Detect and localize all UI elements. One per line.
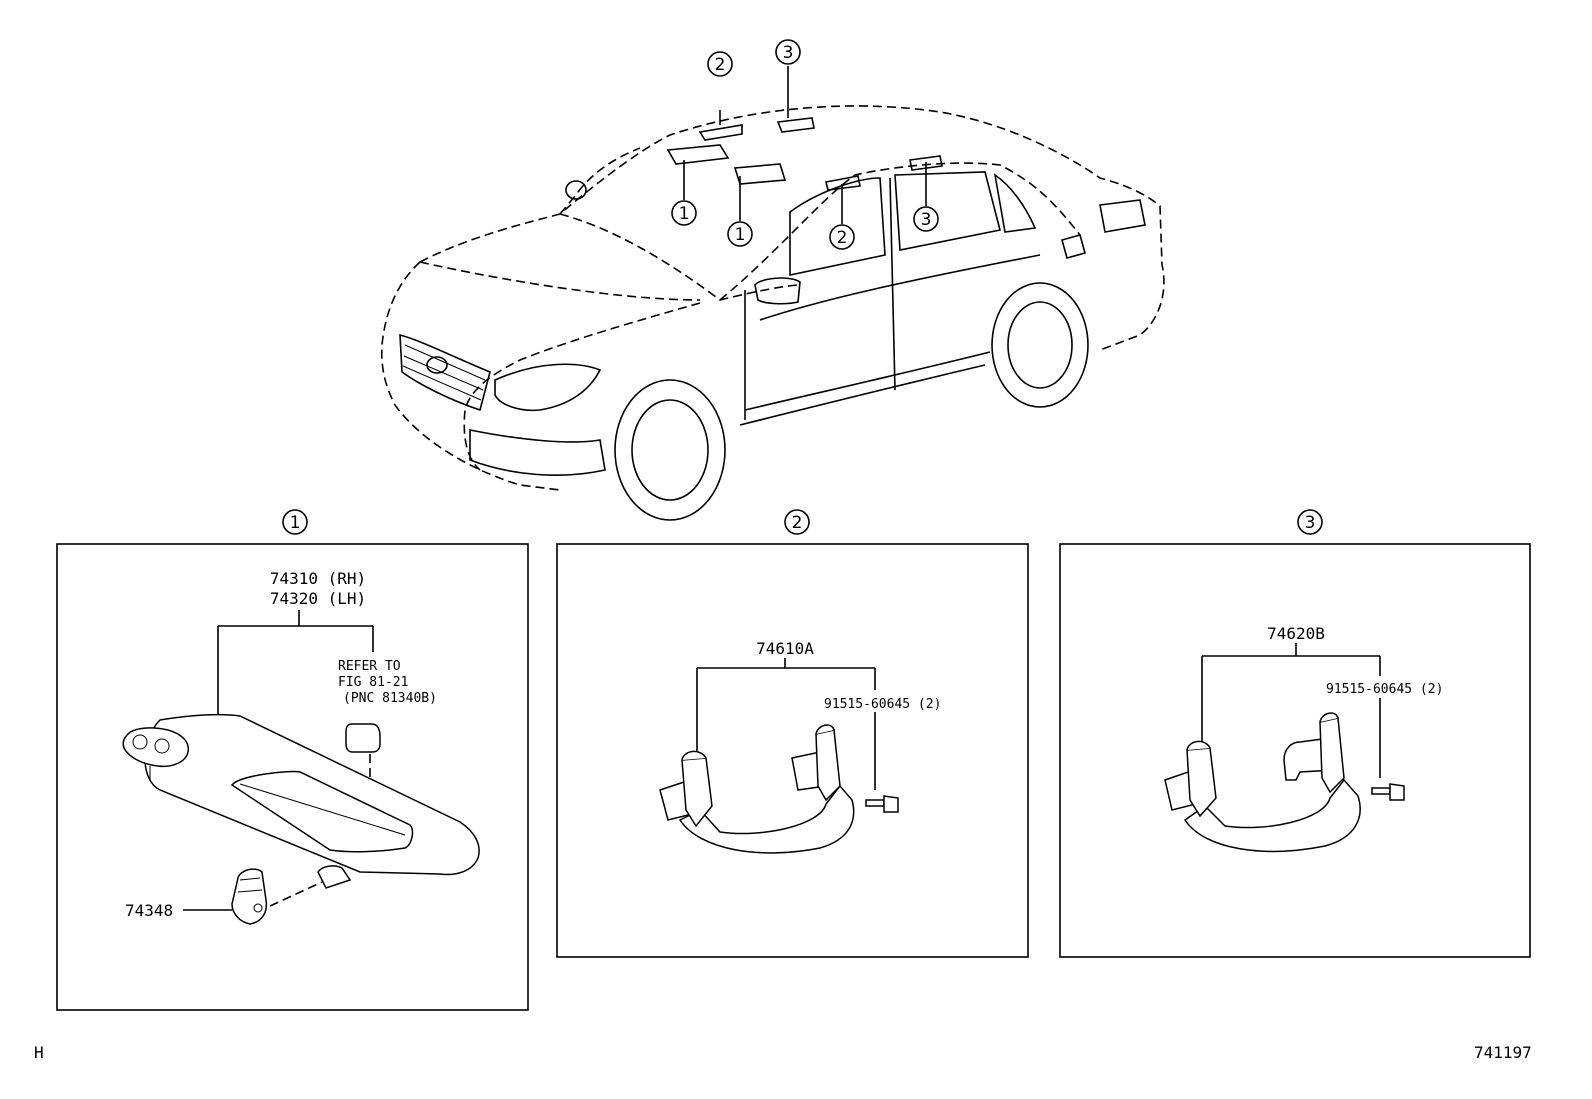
grip-b-part-number: 74620B: [1267, 624, 1325, 643]
car-callout-3-top: 3: [775, 39, 801, 65]
visor-part-lh: 74320 (LH): [270, 589, 366, 608]
svg-text:1: 1: [290, 513, 301, 533]
assist-grip-rear-icon: [1164, 712, 1361, 853]
grip-a-part-number: 74610A: [756, 639, 814, 658]
refer-line-3: (PNC 81340B): [343, 691, 437, 706]
grip-a-screw-part: 91515-60645 (2): [824, 697, 941, 712]
panel3-callout: 3: [1297, 509, 1323, 535]
panel-assist-grip-rear: 3 74620B 91515-60645 (2): [1059, 509, 1531, 958]
visor-holder-icon: [231, 868, 268, 925]
sun-visor-icon: [122, 713, 480, 889]
car-callout-2-top: 2: [707, 51, 733, 77]
svg-text:3: 3: [1305, 513, 1316, 533]
panel-sun-visor: 1 74310 (RH) 74320 (LH) REFER TO FIG 81-…: [56, 509, 529, 1011]
panel3-frame: [1059, 543, 1531, 958]
car-callout-3-side: 3: [913, 206, 939, 232]
svg-text:2: 2: [837, 228, 848, 248]
svg-text:2: 2: [715, 55, 726, 75]
svg-text:1: 1: [679, 204, 690, 224]
panel-assist-grip-front: 2 74610A 91515-60645 (2): [556, 509, 1029, 958]
car-callout-1-left: 1: [671, 200, 697, 226]
panel2-callout: 2: [784, 509, 810, 535]
assist-grip-front-icon: [659, 724, 855, 854]
grip-b-screw-part: 91515-60645 (2): [1326, 682, 1443, 697]
svg-text:1: 1: [735, 225, 746, 245]
panel2-frame: [556, 543, 1029, 958]
screw-b-icon: [1371, 783, 1405, 801]
car-callout-1-right: 1: [727, 221, 753, 247]
panel1-frame: [56, 543, 529, 1011]
visor-part-rh: 74310 (RH): [270, 569, 366, 588]
svg-text:3: 3: [783, 43, 794, 63]
car-overview: [380, 66, 1165, 521]
vanity-bulb-icon: [345, 723, 381, 753]
refer-line-2: FIG 81-21: [338, 675, 408, 690]
holder-part-number: 74348: [125, 901, 173, 920]
panel1-callout: 1: [282, 509, 308, 535]
footer-left-code: H: [34, 1043, 44, 1062]
svg-text:3: 3: [921, 210, 932, 230]
figure-number: 741197: [1474, 1043, 1532, 1062]
car-callout-2-side: 2: [829, 224, 855, 250]
refer-line-1: REFER TO: [338, 659, 401, 674]
svg-text:2: 2: [792, 513, 803, 533]
screw-a-icon: [865, 795, 899, 813]
